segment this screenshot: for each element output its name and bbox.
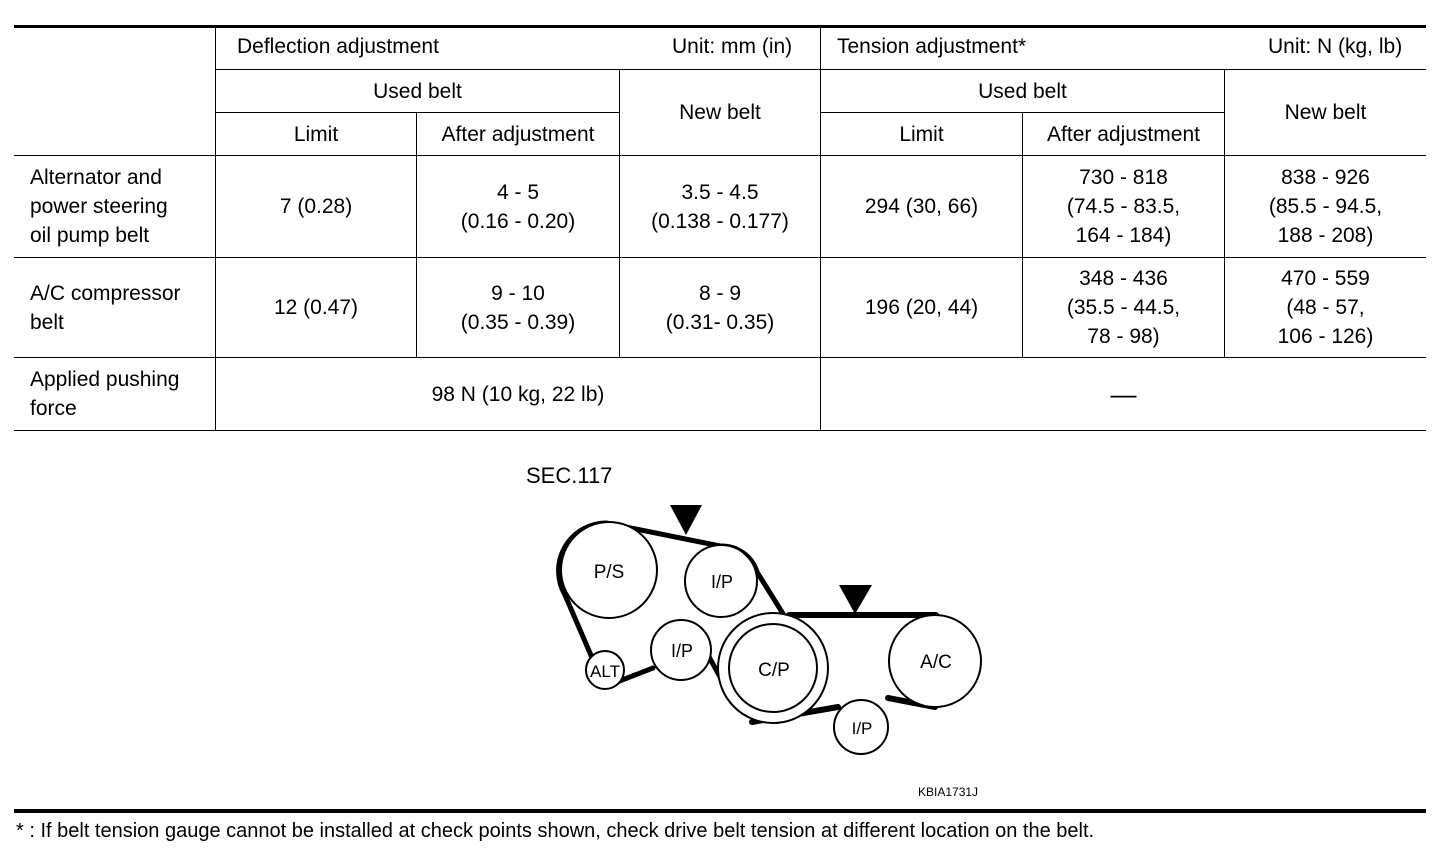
tension-unit: Unit: N (kg, lb)	[1268, 35, 1403, 58]
ip-top-label: I/P	[711, 572, 733, 592]
deflection-header: Deflection adjustment	[237, 35, 439, 58]
tension-header: Tension adjustment*	[837, 35, 1027, 58]
col-rule-1	[416, 112, 417, 358]
col-rule-4	[1022, 112, 1023, 358]
table-cell: 838 - 926 (85.5 - 94.5, 188 - 208)	[1268, 166, 1383, 247]
alt-label: ALT	[590, 662, 620, 681]
deflection-after-header: After adjustment	[441, 122, 595, 146]
ac-label: A/C	[920, 652, 952, 673]
col-rule-mid	[820, 27, 821, 431]
row-rule-1	[14, 257, 1426, 258]
footnote: * : If belt tension gauge cannot be inst…	[16, 820, 1095, 842]
table-bottom-rule	[14, 430, 1426, 431]
col-rule-5	[1224, 69, 1225, 358]
header-bottom-rule	[14, 155, 1426, 156]
idler-pulley-mid	[650, 619, 712, 681]
ip-mid-label: I/P	[671, 641, 693, 661]
deflection-unit: Unit: mm (in)	[672, 35, 793, 58]
ps-pulley	[560, 521, 658, 619]
tension-limit-header: Limit	[899, 122, 944, 146]
check-point-arrow-1	[670, 505, 702, 535]
ps-label: P/S	[594, 562, 625, 583]
ac-pulley	[888, 614, 982, 708]
ip-bottom-label: I/P	[852, 719, 873, 738]
tension-used-belt-header: Used belt	[978, 79, 1067, 103]
table-cell: 730 - 818 (74.5 - 83.5, 164 - 184)	[1066, 166, 1181, 247]
table-cell: 348 - 436 (35.5 - 44.5, 78 - 98)	[1066, 267, 1181, 348]
table-cell: 470 - 559 (48 - 57, 106 - 126)	[1277, 267, 1374, 348]
cp-label: C/P	[758, 660, 790, 681]
col-rule-2	[619, 69, 620, 358]
section-label: SEC.117	[526, 463, 613, 488]
figure-code: KBIA1731J	[918, 785, 978, 799]
table-cell: 7 (0.28)	[279, 195, 353, 218]
table-cell: 12 (0.47)	[273, 296, 359, 319]
footnote-rule	[14, 809, 1426, 813]
row-rule-2	[14, 357, 1426, 358]
header-rule-1	[216, 69, 1426, 70]
alt-pulley	[585, 650, 625, 690]
cp-pulley-inner	[728, 623, 818, 713]
header-rule-2-left	[216, 112, 620, 113]
deflection-new-belt-header: New belt	[679, 101, 761, 124]
table-top-rule	[14, 25, 1426, 28]
pushing-force-value: 98 N (10 kg, 22 lb)	[431, 382, 605, 406]
table-cell: 9 - 10 (0.35 - 0.39)	[460, 281, 576, 334]
deflection-used-belt-header: Used belt	[373, 79, 462, 103]
row-label-pushing-force: Applied pushing force	[30, 368, 180, 420]
table-cell: 3.5 - 4.5 (0.138 - 0.177)	[651, 180, 789, 233]
idler-pulley-top	[684, 544, 758, 618]
cp-pulley-outer	[717, 612, 829, 724]
pushing-force-tension-dash: —	[1110, 378, 1137, 409]
table-cell: 196 (20, 44)	[864, 296, 979, 319]
idler-pulley-bottom	[833, 699, 889, 755]
tension-new-belt-header: New belt	[1284, 101, 1367, 124]
deflection-limit-header: Limit	[293, 122, 339, 146]
table-cell: 4 - 5 (0.16 - 0.20)	[460, 180, 576, 233]
table-cell: 294 (30, 66)	[864, 195, 979, 218]
row-label-alternator-ps: Alternator and power steering oil pump b…	[30, 166, 168, 247]
table-cell: 8 - 9 (0.31- 0.35)	[665, 281, 775, 334]
tension-after-header: After adjustment	[1047, 122, 1200, 146]
check-point-arrow-2	[839, 585, 872, 614]
row-label-ac-compressor: A/C compressor belt	[30, 281, 181, 334]
col-rule-label	[215, 27, 216, 431]
